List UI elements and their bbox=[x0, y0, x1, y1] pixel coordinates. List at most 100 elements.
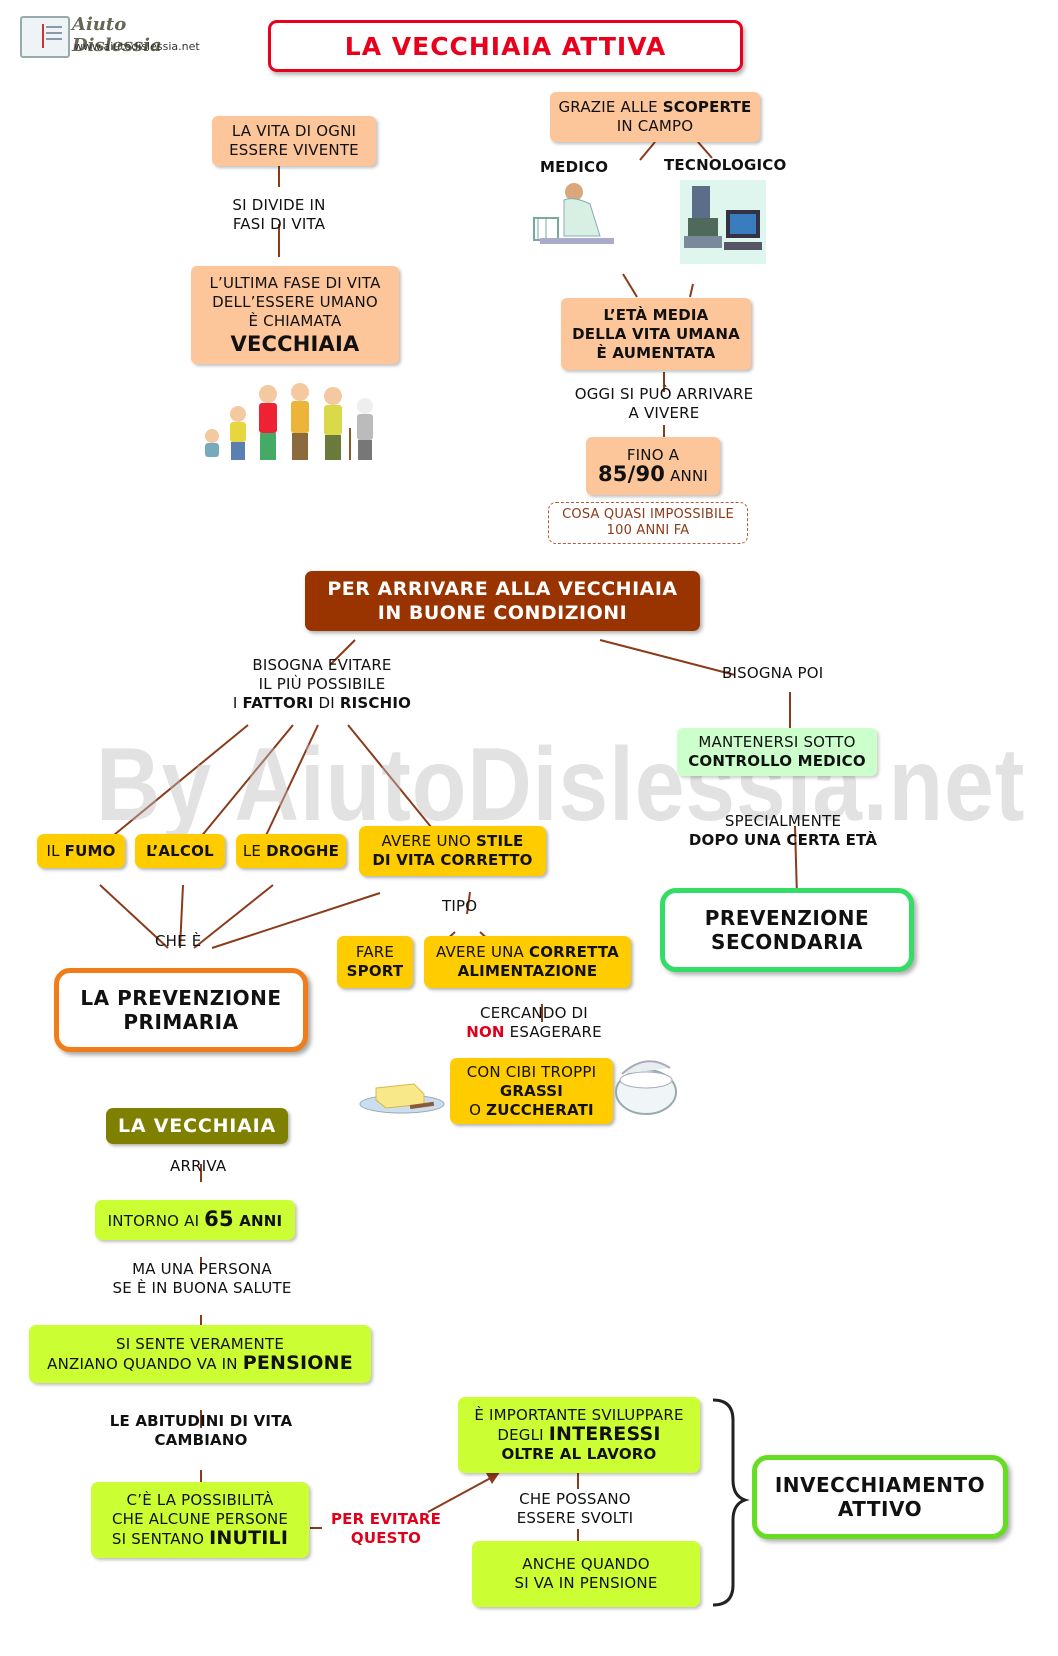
avoid-label: BISOGNA EVITARE IL PIÙ POSSIBILE I FATTO… bbox=[222, 656, 422, 713]
foods-text-or: O bbox=[469, 1100, 487, 1119]
foods-line-1: CON CIBI TROPPI bbox=[466, 1062, 597, 1081]
age-65-box: INTORNO AI 65 ANNI bbox=[95, 1200, 295, 1240]
butter-icon bbox=[359, 1083, 445, 1114]
avoid-line-3: I FATTORI DI RISCHIO bbox=[222, 694, 422, 713]
diet-box: AVERE UNA CORRETTA ALIMENTAZIONE bbox=[424, 936, 631, 988]
medico-label: MEDICO bbox=[540, 158, 609, 176]
life-line-1: LA VITA DI OGNI bbox=[231, 122, 357, 140]
drugs-box: LE DROGHE bbox=[236, 834, 346, 868]
interests-line-1: È IMPORTANTE SVILUPPARE bbox=[474, 1406, 684, 1424]
smoke-text-a: IL bbox=[46, 841, 65, 860]
but-person-label: MA UNA PERSONA SE È IN BUONA SALUTE bbox=[100, 1260, 304, 1298]
impossible-note-line-1: COSA QUASI IMPOSSIBILE bbox=[562, 507, 734, 522]
avoid-text-a: I bbox=[232, 694, 243, 712]
also-retired-line-2: SI VA IN PENSIONE bbox=[514, 1574, 658, 1592]
computer-lab-icon bbox=[680, 180, 766, 264]
age-limit-number: 85/90 bbox=[597, 462, 666, 486]
to-avoid-label: PER EVITARE QUESTO bbox=[320, 1510, 452, 1548]
impossible-note: COSA QUASI IMPOSSIBILE 100 ANNI FA bbox=[548, 502, 748, 544]
discoveries-text-a: GRAZIE ALLE bbox=[558, 98, 663, 116]
life-expectancy-box: L’ETÀ MEDIA DELLA VITA UMANA È AUMENTATA bbox=[561, 298, 751, 370]
age-limit-unit: ANNI bbox=[665, 467, 709, 485]
retirement-line-2: ANZIANO QUANDO VA IN PENSIONE bbox=[47, 1351, 353, 1374]
trying-label: CERCANDO DI NON ESAGERARE bbox=[450, 1004, 618, 1042]
avoid-text-b: FATTORI bbox=[242, 694, 314, 712]
age-limit-box: FINO A 85/90 ANNI bbox=[586, 437, 720, 495]
foods-line-3: O ZUCCHERATI bbox=[469, 1101, 594, 1120]
type-label: TIPO bbox=[442, 897, 478, 915]
active-aging-line-1: INVECCHIAMENTO bbox=[774, 1473, 986, 1497]
lifestyle-line-2: DI VITA CORRETTO bbox=[372, 851, 533, 869]
divides-label: SI DIVIDE IN FASI DI VITA bbox=[229, 196, 329, 234]
diet-line-1: AVERE UNA CORRETTA bbox=[436, 943, 619, 962]
retirement-text-a: ANZIANO QUANDO VA IN bbox=[47, 1354, 243, 1373]
logo-name: Aiuto Dislessia bbox=[72, 14, 162, 56]
can-be-done-label: CHE POSSANO ESSERE SVOLTI bbox=[505, 1490, 645, 1528]
especially-line-1: SPECIALMENTE bbox=[724, 812, 842, 830]
primary-prevention-line-2: PRIMARIA bbox=[123, 1010, 239, 1034]
avoid-text-d: RISCHIO bbox=[339, 694, 412, 712]
retirement-text-pension: PENSIONE bbox=[242, 1351, 353, 1374]
trying-line-2: NON ESAGERARE bbox=[450, 1023, 618, 1042]
diet-text-a: AVERE UNA bbox=[436, 943, 529, 961]
also-retired-line-1: ANCHE QUANDO bbox=[522, 1555, 650, 1573]
especially-line-2: DOPO UNA CERTA ETÀ bbox=[688, 831, 878, 849]
arrives-label: ARRIVA bbox=[170, 1157, 227, 1175]
logo-url: www.aiutodislessia.net bbox=[74, 40, 200, 53]
avoid-line-1: BISOGNA EVITARE bbox=[252, 656, 392, 674]
diet-text-b: CORRETTA bbox=[528, 943, 619, 961]
can-be-done-line-1: CHE POSSANO bbox=[519, 1490, 631, 1508]
foods-text-sugary: ZUCCHERATI bbox=[486, 1100, 594, 1119]
good-conditions-header: PER ARRIVARE ALLA VECCHIAIA IN BUONE CON… bbox=[305, 571, 700, 631]
life-box: LA VITA DI OGNI ESSERE VIVENTE bbox=[212, 116, 376, 166]
age-65-number: 65 bbox=[204, 1206, 234, 1231]
trying-text-exaggerate: ESAGERARE bbox=[504, 1023, 602, 1041]
interests-line-3: OLTRE AL LAVORO bbox=[501, 1445, 657, 1463]
header-line-2: IN BUONE CONDIZIONI bbox=[377, 602, 628, 624]
trying-line-1: CERCANDO DI bbox=[480, 1004, 588, 1022]
sugar-bowl-icon bbox=[615, 1060, 677, 1115]
age-65-unit: ANNI bbox=[233, 1211, 283, 1230]
diet-line-2: ALIMENTAZIONE bbox=[457, 962, 598, 980]
but-person-line-1: MA UNA PERSONA bbox=[132, 1260, 272, 1278]
drugs-text-a: LE bbox=[242, 841, 267, 860]
foods-line-2: GRASSI bbox=[499, 1081, 564, 1100]
family-ages-icon bbox=[205, 383, 373, 460]
secondary-prevention-box: PREVENZIONE SECONDARIA bbox=[660, 888, 914, 972]
discoveries-box: GRAZIE ALLE SCOPERTE IN CAMPO bbox=[550, 92, 760, 142]
habits-label: LE ABITUDINI DI VITA CAMBIANO bbox=[98, 1412, 304, 1450]
active-aging-box: INVECCHIAMENTO ATTIVO bbox=[752, 1455, 1008, 1539]
divides-line-1: SI DIVIDE IN bbox=[232, 196, 326, 214]
alcohol-text: L’ALCOL bbox=[146, 841, 214, 860]
impossible-note-line-2: 100 ANNI FA bbox=[606, 523, 690, 538]
divides-line-2: FASI DI VITA bbox=[232, 215, 326, 233]
age-65-text: INTORNO AI 65 ANNI bbox=[107, 1206, 283, 1231]
primary-prevention-box: LA PREVENZIONE PRIMARIA bbox=[54, 968, 308, 1052]
primary-prevention-line-1: LA PREVENZIONE bbox=[80, 986, 282, 1010]
interests-text-a: DEGLI bbox=[497, 1426, 549, 1444]
retirement-line-1: SI SENTE VERAMENTE bbox=[115, 1334, 285, 1353]
habits-line-2: CAMBIANO bbox=[154, 1431, 248, 1449]
last-phase-line-1: L’ULTIMA FASE DI VITA bbox=[209, 273, 381, 292]
habits-line-1: LE ABITUDINI DI VITA bbox=[109, 1412, 293, 1430]
today-line-2: A VIVERE bbox=[628, 404, 700, 422]
secondary-prevention-line-1: PREVENZIONE bbox=[704, 906, 870, 930]
vecchiaia-word: VECCHIAIA bbox=[230, 331, 360, 356]
also-retired-box: ANCHE QUANDO SI VA IN PENSIONE bbox=[472, 1541, 700, 1607]
sport-line-1: FARE bbox=[355, 943, 395, 961]
then-label: BISOGNA POI bbox=[722, 664, 824, 682]
interests-text-b: INTERESSI bbox=[548, 1423, 661, 1445]
smoke-box: IL FUMO bbox=[37, 834, 125, 868]
to-avoid-line-2: QUESTO bbox=[350, 1529, 422, 1547]
life-expectancy-line-3: È AUMENTATA bbox=[596, 343, 716, 362]
logo[interactable]: Aiuto Dislessia www.aiutodislessia.net bbox=[20, 14, 205, 58]
retirement-feeling-box: SI SENTE VERAMENTE ANZIANO QUANDO VA IN … bbox=[29, 1325, 371, 1383]
medical-check-line-2: CONTROLLO MEDICO bbox=[688, 752, 866, 770]
sport-box: FARE SPORT bbox=[337, 936, 413, 988]
last-phase-box: L’ULTIMA FASE DI VITA DELL’ESSERE UMANO … bbox=[191, 266, 399, 364]
alcohol-box: L’ALCOL bbox=[135, 834, 225, 868]
fatty-foods-box: CON CIBI TROPPI GRASSI O ZUCCHERATI bbox=[450, 1058, 613, 1124]
age-65-text-a: INTORNO AI bbox=[107, 1211, 205, 1230]
book-icon bbox=[20, 16, 70, 58]
medical-check-line-1: MANTENERSI SOTTO bbox=[698, 733, 856, 751]
